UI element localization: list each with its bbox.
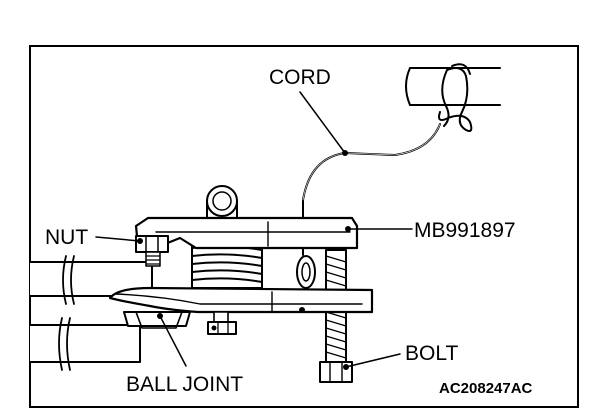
- bolt: [319, 249, 353, 383]
- upper-control-arm: [30, 255, 153, 305]
- figure-code: AC208247AC: [439, 380, 533, 397]
- tool-number-label: MB991897: [414, 219, 516, 242]
- figure-frame: [29, 45, 579, 408]
- nut-label: NUT: [45, 226, 88, 249]
- ball-joint: [123, 311, 191, 329]
- lower-nut: [207, 311, 237, 335]
- cord-label: CORD: [269, 66, 331, 89]
- ball-joint-label: BALL JOINT: [126, 373, 243, 396]
- tool-top-knob: [206, 185, 238, 221]
- bolt-leader: [345, 353, 401, 368]
- support-rod: [405, 67, 501, 106]
- ball-joint-leader: [159, 315, 187, 367]
- tool-upper-plate: [134, 216, 359, 252]
- nut: [135, 235, 169, 267]
- bolt-label: BOLT: [405, 342, 458, 365]
- cord-leader: [299, 91, 346, 154]
- tool-lower-plate: [108, 286, 374, 314]
- cord-loop: [438, 63, 473, 132]
- nut-leader: [95, 236, 141, 242]
- lower-control-arm: [30, 317, 141, 371]
